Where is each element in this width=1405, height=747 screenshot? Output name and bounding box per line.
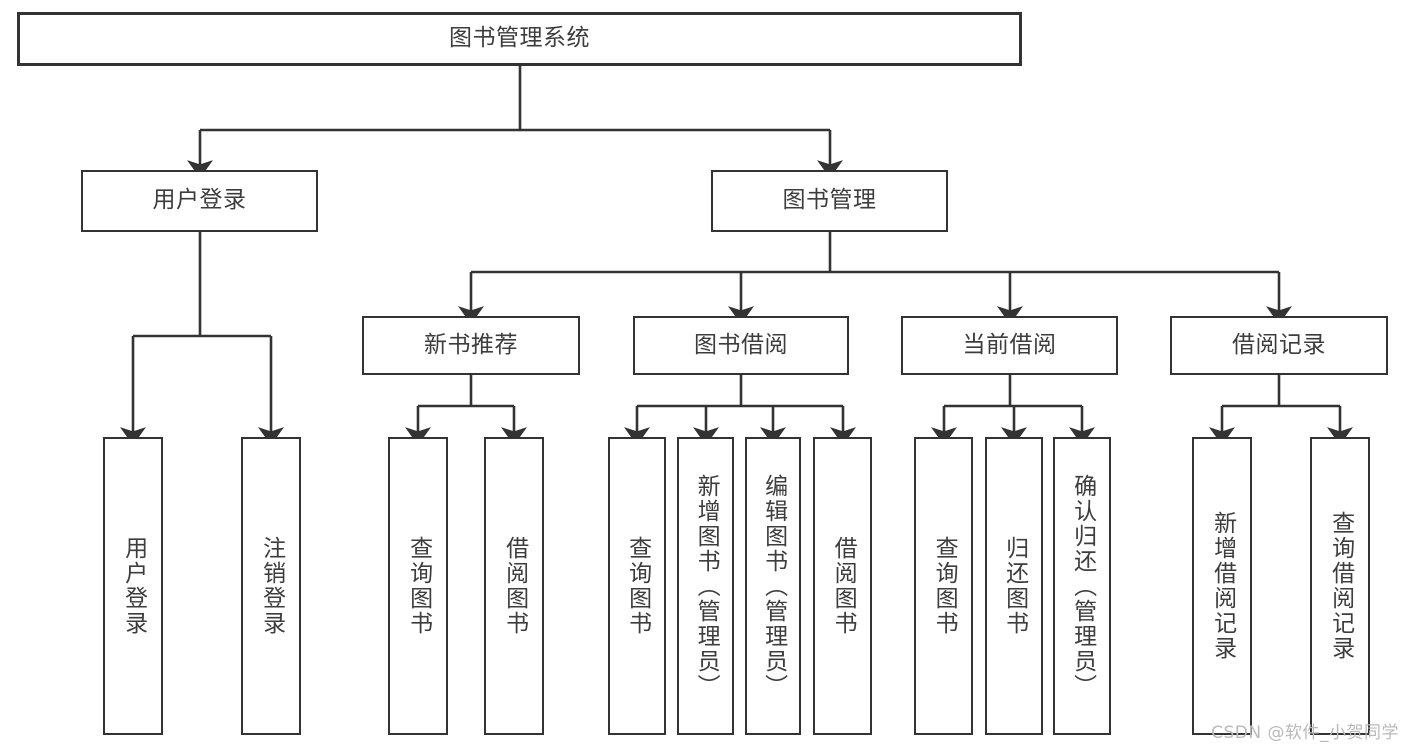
node-leaf-query-book-2[interactable]: 查询图书	[608, 437, 666, 735]
node-leaf-user-logout[interactable]: 注销登录	[241, 437, 301, 735]
node-leaf-query-record[interactable]: 查询借阅记录	[1310, 437, 1370, 735]
node-current-borrow[interactable]: 当前借阅	[901, 316, 1118, 375]
node-label: 新增借阅记录	[1209, 511, 1236, 661]
node-label: 查询图书	[931, 536, 958, 636]
node-leaf-add-record[interactable]: 新增借阅记录	[1192, 437, 1252, 735]
node-label: 图书管理	[782, 187, 877, 214]
node-book-borrow[interactable]: 图书借阅	[633, 316, 849, 375]
node-label: 注销登录	[258, 536, 285, 636]
node-label: 用户登录	[120, 536, 147, 636]
node-label: 图书借阅	[694, 331, 788, 358]
node-label: 编辑图书（管理员）	[760, 473, 787, 699]
node-leaf-query-book-1[interactable]: 查询图书	[388, 437, 448, 735]
node-leaf-return-book[interactable]: 归还图书	[985, 437, 1043, 735]
node-label: 新增图书（管理员）	[693, 473, 720, 699]
node-label: 新书推荐	[424, 331, 518, 358]
node-label: 借阅图书	[501, 536, 528, 636]
node-label: 确认归还（管理员）	[1069, 473, 1096, 699]
node-label: 归还图书	[1001, 536, 1028, 636]
node-leaf-query-book-3[interactable]: 查询图书	[914, 437, 973, 735]
node-new-book-rec[interactable]: 新书推荐	[362, 316, 580, 375]
node-leaf-borrow-book-2[interactable]: 借阅图书	[813, 437, 872, 735]
node-label: 借阅图书	[830, 536, 857, 636]
node-book-manage[interactable]: 图书管理	[711, 170, 948, 232]
node-user-login[interactable]: 用户登录	[81, 170, 318, 232]
edge-group	[120, 66, 1353, 446]
node-label: 查询借阅记录	[1327, 511, 1354, 661]
node-label: 借阅记录	[1232, 331, 1326, 358]
node-label: 图书管理系统	[449, 25, 590, 52]
node-leaf-add-book[interactable]: 新增图书（管理员）	[677, 437, 734, 735]
node-label: 查询图书	[405, 536, 432, 636]
watermark-label: CSDN @软件_小贺同学	[1211, 723, 1399, 743]
node-label: 查询图书	[624, 536, 651, 636]
node-leaf-confirm-return[interactable]: 确认归还（管理员）	[1053, 437, 1111, 735]
node-label: 当前借阅	[962, 331, 1057, 358]
node-leaf-borrow-book-1[interactable]: 借阅图书	[484, 437, 544, 735]
node-leaf-edit-book[interactable]: 编辑图书（管理员）	[745, 437, 801, 735]
node-label: 用户登录	[152, 187, 247, 214]
node-leaf-user-login[interactable]: 用户登录	[103, 437, 163, 735]
node-root[interactable]: 图书管理系统	[17, 12, 1022, 66]
node-borrow-record[interactable]: 借阅记录	[1170, 316, 1388, 375]
